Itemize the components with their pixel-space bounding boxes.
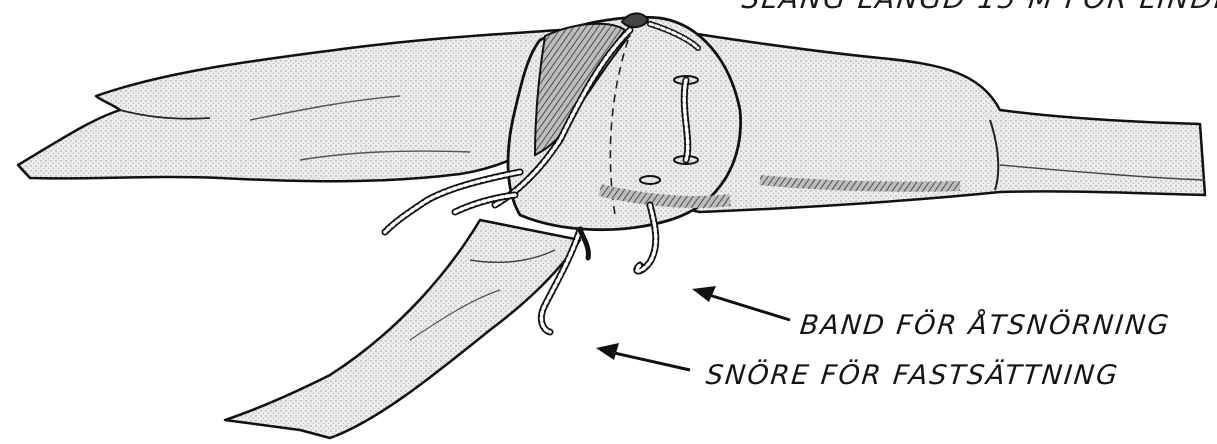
left-bandage-strip [18, 30, 575, 181]
band-label: BAND FÖR ÅTSNÖRNING [798, 310, 1172, 341]
arrow-snore [596, 343, 690, 370]
snore-label: SNÖRE FÖR FASTSÄTTNING [704, 360, 1120, 391]
top-cropped-label: SLANG LANGD 15 M FOR LINDNING [740, 0, 1217, 15]
arrow-band [692, 286, 790, 320]
lower-bandage-strip [225, 220, 580, 438]
